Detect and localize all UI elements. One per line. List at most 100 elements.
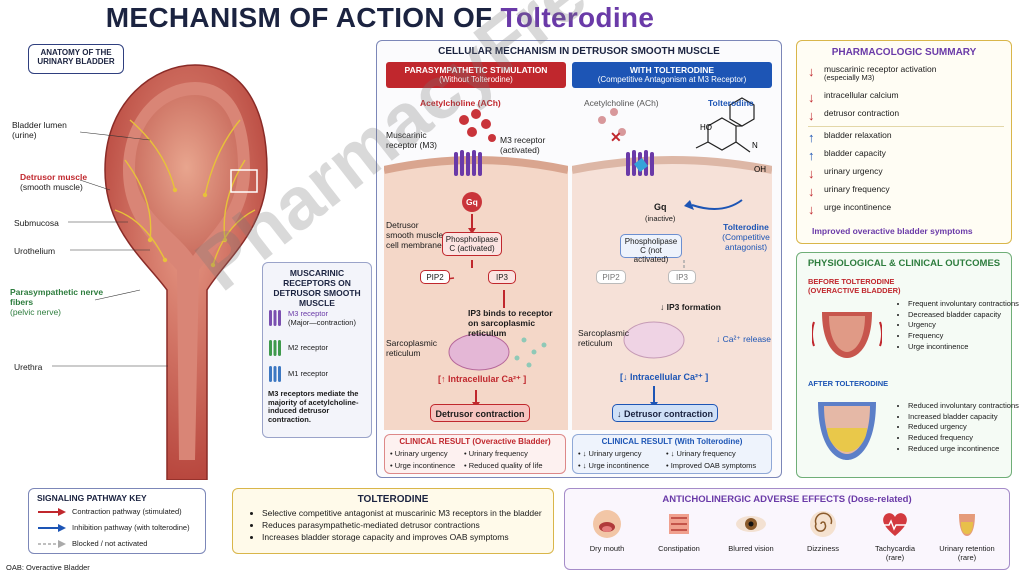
before-item: Urgency bbox=[908, 321, 1020, 330]
m2-receptor-icon bbox=[269, 340, 281, 356]
tolterodine-box: TOLTERODINE bbox=[232, 488, 554, 554]
left-result-2-text: Urinary frequency bbox=[468, 449, 528, 458]
adverse-label: Urinary retention bbox=[939, 544, 995, 553]
key-arrows bbox=[38, 508, 66, 548]
left-m3-receptor-icon bbox=[454, 150, 482, 176]
adverse-item: Dizziness bbox=[788, 508, 858, 566]
before-bladder-icon bbox=[812, 312, 882, 358]
left-pip2: PIP2 bbox=[420, 270, 450, 284]
left-result-3: • Urge incontinence bbox=[390, 461, 456, 470]
right-ca: [↓ Intracellular Ca²⁺ ] bbox=[620, 372, 709, 382]
right-result-3: • ↓ Urge incontinence bbox=[578, 461, 650, 470]
summary-header: PHARMACOLOGIC SUMMARY bbox=[831, 47, 977, 58]
summary-item-sub: (especially M3) bbox=[824, 73, 875, 83]
summary-item-text: urge incontinence bbox=[824, 202, 892, 212]
key-item-1: Contraction pathway (stimulated) bbox=[72, 507, 182, 516]
label-nerve-main: Parasympathetic nerve fibers bbox=[10, 287, 104, 308]
receptor-m2: M2 receptor bbox=[268, 338, 368, 360]
footnote: OAB: Overactive Bladder bbox=[6, 563, 90, 572]
left-ca: [↑ Intracellular Ca²⁺ ] bbox=[438, 374, 527, 384]
title-main: MECHANISM OF ACTION OF bbox=[105, 2, 493, 33]
tolterodine-item: Increases bladder storage capacity and i… bbox=[262, 532, 562, 542]
summary-item: ↓intracellular calcium bbox=[808, 90, 1004, 108]
right-drug-label-main: Tolterodine bbox=[723, 222, 769, 232]
right-relax: ↓ Detrusor contraction bbox=[612, 404, 718, 422]
after-list: Reduced involuntary contractionsIncrease… bbox=[896, 401, 1024, 455]
summary-item-text: urinary urgency bbox=[824, 166, 883, 176]
adverse-box: ANTICHOLINERGIC ADVERSE EFFECTS (Dose-re… bbox=[564, 488, 1010, 570]
dizziness-icon bbox=[810, 511, 836, 537]
right-result-4: • Improved OAB symptoms bbox=[666, 461, 757, 470]
adverse-sub: (rare) bbox=[957, 552, 977, 562]
m3-name: M3 receptor bbox=[288, 309, 329, 318]
after-item: Reduced involuntary contractions bbox=[908, 401, 1024, 411]
left-result-3-text: Urge incontinence bbox=[394, 461, 456, 470]
left-result-4-text: Reduced quality of life bbox=[468, 461, 543, 470]
svg-text:✕: ✕ bbox=[610, 129, 622, 145]
right-ca-release: ↓ Ca²⁺ release bbox=[716, 334, 772, 344]
arrow-down-icon: ↓ bbox=[808, 184, 815, 199]
summary-footer: Improved overactive bladder symptoms bbox=[812, 226, 973, 236]
right-cell-graphic: ✕ HO N OH bbox=[572, 97, 772, 430]
adverse-item: Blurred vision bbox=[716, 508, 786, 566]
right-pip2: PIP2 bbox=[596, 270, 626, 284]
summary-box: PHARMACOLOGIC SUMMARY bbox=[796, 40, 1012, 244]
left-result-box: CLINICAL RESULT (Overactive Bladder) bbox=[384, 434, 566, 474]
right-plc: Phospholipase C (not activated) bbox=[620, 234, 682, 264]
tolterodine-molecule-icon bbox=[695, 97, 755, 153]
arrow-down-icon: ↓ bbox=[808, 166, 815, 181]
intestine-icon bbox=[669, 514, 689, 534]
summary-item-text: muscarinic receptor activation(especiall… bbox=[824, 64, 937, 83]
cellular-header: CELLULAR MECHANISM IN DETRUSOR SMOOTH MU… bbox=[438, 46, 720, 57]
mol-ho: HO bbox=[700, 123, 712, 132]
summary-item: ↓urge incontinence bbox=[808, 202, 1004, 220]
right-banner-title: WITH TOLTERODINE bbox=[629, 65, 715, 75]
heart-icon bbox=[883, 513, 907, 536]
adverse-label: Tachycardia bbox=[874, 544, 916, 553]
bladder-illustration bbox=[104, 64, 268, 480]
left-membrane: Detrusor smooth muscle cell membrane bbox=[386, 220, 444, 251]
receptors-header: MUSCARINIC RECEPTORS ON DETRUSOR SMOOTH … bbox=[273, 268, 361, 308]
adverse-label: Blurred vision bbox=[728, 544, 774, 553]
right-drug-label-sub: (Competitive antagonist) bbox=[722, 232, 770, 253]
left-m3-label: M3 receptor (activated) bbox=[500, 135, 546, 156]
title-drug: Tolterodine bbox=[500, 2, 655, 33]
summary-item: ↓muscarinic receptor activation(especial… bbox=[808, 64, 1004, 90]
arrow-down-icon: ↓ bbox=[808, 108, 815, 123]
left-musc-label: Muscarinic receptor (M3) bbox=[386, 130, 438, 151]
right-gq-label: Gq bbox=[653, 202, 667, 212]
right-banner-sub: (Competitive Antagonism at M3 Receptor) bbox=[597, 75, 747, 84]
after-item: Increased bladder capacity bbox=[908, 412, 1024, 422]
summary-item: ↓urinary frequency bbox=[808, 184, 1004, 202]
before-item: Frequency bbox=[908, 331, 1020, 341]
page-title: MECHANISM OF ACTION OF Tolterodine bbox=[0, 2, 760, 34]
receptor-m1: M1 receptor bbox=[268, 364, 368, 386]
left-ip3-bind: IP3 binds to receptor on sarcoplasmic re… bbox=[468, 308, 553, 339]
right-result-3-text: ↓ Urge incontinence bbox=[582, 461, 650, 470]
adverse-label: Dizziness bbox=[806, 544, 840, 553]
left-result-4: • Reduced quality of life bbox=[464, 461, 543, 470]
left-banner-title: PARASYMPATHETIC STIMULATION bbox=[404, 65, 548, 75]
m3-receptor-icon bbox=[269, 310, 281, 326]
arrow-up-icon: ↑ bbox=[808, 148, 815, 163]
label-urethra: Urethra bbox=[14, 362, 43, 372]
left-banner-sub: (Without Tolterodine) bbox=[439, 75, 513, 84]
right-result-4-text: Improved OAB symptoms bbox=[670, 461, 757, 470]
before-header: BEFORE TOLTERODINE (OVERACTIVE BLADDER) bbox=[808, 277, 901, 295]
label-detrusor: Detrusor muscle (smooth muscle) bbox=[20, 172, 90, 192]
before-list: Frequent involuntary contractionsDecreas… bbox=[896, 299, 1020, 353]
tolterodine-list: Selective competitive antagonist at musc… bbox=[250, 508, 562, 545]
left-cell-graphic bbox=[384, 109, 568, 430]
summary-item-text: bladder relaxation bbox=[824, 130, 892, 140]
tolterodine-header: TOLTERODINE bbox=[357, 494, 429, 505]
right-gq-sub: (inactive) bbox=[645, 213, 676, 223]
left-ach: Acetylcholine (ACh) bbox=[420, 98, 501, 108]
m1-receptor-icon bbox=[269, 366, 281, 382]
summary-item-text: bladder capacity bbox=[824, 148, 886, 158]
key-item-2: Inhibition pathway (with tolterodine) bbox=[72, 523, 190, 532]
tolterodine-item: Selective competitive antagonist at musc… bbox=[262, 508, 562, 518]
after-bladder-icon bbox=[818, 402, 876, 460]
receptors-box: MUSCARINIC RECEPTORS ON DETRUSOR SMOOTH … bbox=[262, 262, 372, 438]
adverse-label: Constipation bbox=[658, 544, 700, 553]
adverse-header: ANTICHOLINERGIC ADVERSE EFFECTS (Dose-re… bbox=[662, 494, 912, 505]
